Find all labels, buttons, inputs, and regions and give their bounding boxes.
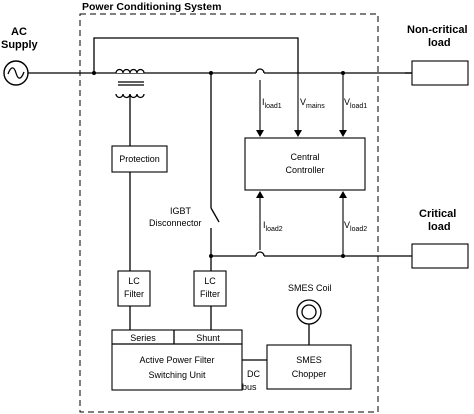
igbt-label-line2: Disconnector — [149, 218, 202, 228]
noncritical-load — [411, 60, 469, 86]
apf-label-line2: Switching Unit — [148, 370, 206, 380]
lc-filter-right — [193, 270, 227, 307]
critical-load — [411, 243, 469, 269]
vmains-label: Vmains — [300, 97, 325, 110]
bypass-loop — [93, 37, 299, 73]
lc-filter-right-line1: LC — [204, 276, 216, 286]
smes-chopper — [266, 344, 352, 390]
ac-supply-label-line2: Supply — [1, 39, 39, 51]
critical-load-line1: Critical — [419, 208, 456, 220]
lc-filter-left-line1: LC — [128, 276, 140, 286]
igbt-label-line1: IGBT — [170, 206, 192, 216]
critical-bus-crossover — [255, 251, 265, 257]
central-controller-line2: Controller — [285, 165, 324, 175]
iload1-label: Iload1 — [262, 97, 282, 110]
iload2-label: Iload2 — [263, 220, 283, 233]
lc-filter-left — [117, 270, 151, 307]
apf-series-label: Series — [130, 333, 156, 343]
smes-chopper-line2: Chopper — [292, 369, 327, 379]
system-boundary — [79, 13, 379, 413]
apf-shunt-label: Shunt — [196, 333, 220, 343]
smes-coil-label: SMES Coil — [288, 283, 332, 293]
mains-crossover-top — [255, 68, 265, 74]
junction-dot — [209, 254, 213, 258]
igbt-switch-blade — [210, 207, 220, 223]
active-power-filter — [111, 329, 243, 391]
noncritical-load-line2: load — [428, 37, 451, 49]
junction-dot — [92, 71, 96, 75]
lc-filter-right-line2: Filter — [200, 289, 220, 299]
sine-symbol-icon — [7, 67, 25, 79]
dc-bus-line2: bus — [242, 382, 257, 392]
system-title: Power Conditioning System — [82, 1, 221, 13]
critical-load-line2: load — [428, 221, 451, 233]
protection-label: Protection — [119, 154, 160, 164]
smes-chopper-line1: SMES — [296, 355, 322, 365]
apf-label-line1: Active Power Filter — [139, 355, 214, 365]
ac-source — [3, 60, 29, 86]
series-transformer-icon — [115, 68, 145, 99]
protection-block — [111, 145, 168, 173]
central-controller-line1: Central — [290, 152, 319, 162]
vload1-label: Vload1 — [344, 97, 367, 110]
dc-bus-line1: DC — [247, 369, 260, 379]
vload2-label: Vload2 — [344, 220, 367, 233]
smes-coil-icon — [296, 299, 322, 325]
lc-filter-left-line2: Filter — [124, 289, 144, 299]
ac-supply-label-line1: AC — [11, 26, 27, 38]
central-controller — [244, 137, 366, 191]
noncritical-load-line1: Non-critical — [407, 24, 468, 36]
